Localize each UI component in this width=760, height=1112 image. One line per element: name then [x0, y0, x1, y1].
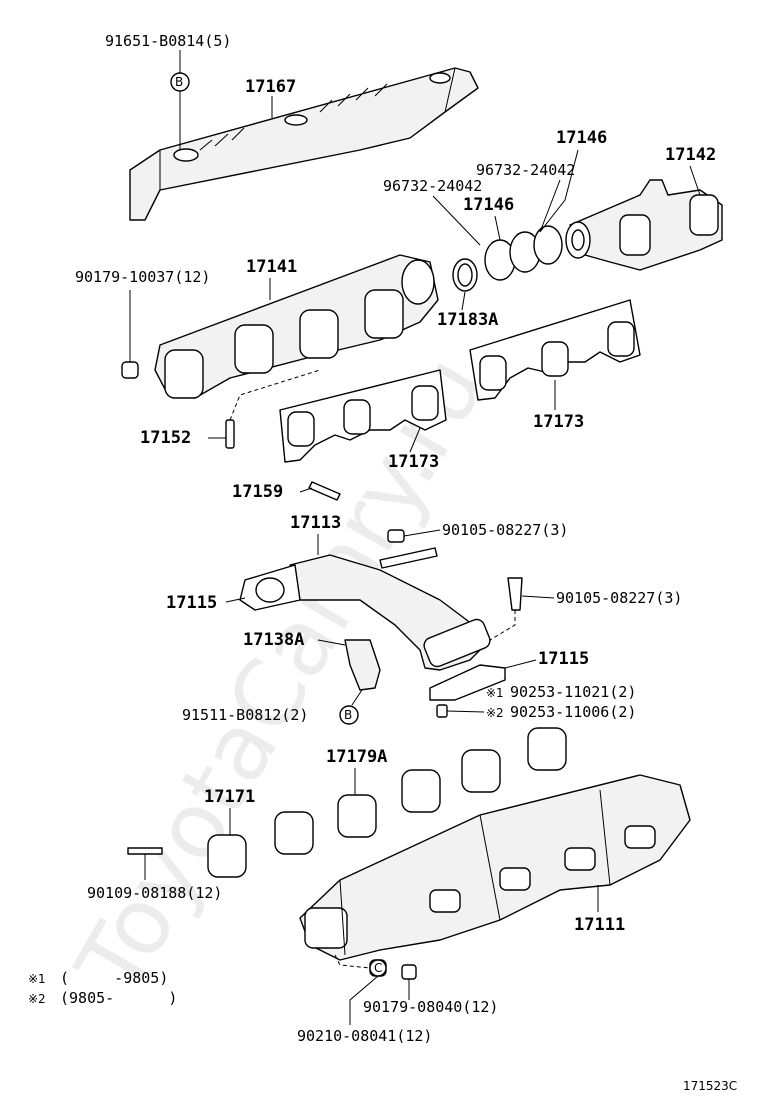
label-90105-right: 90105-08227(3): [556, 589, 682, 607]
label-17179a: 17179A: [326, 747, 387, 767]
label-17173-left: 17173: [388, 452, 439, 472]
label-17115-left: 17115: [166, 593, 217, 613]
label-96732-left: 96732-24042: [383, 177, 482, 195]
label-17183a: 17183A: [437, 310, 498, 330]
label-90253-11006: 90253-11006(2): [510, 703, 636, 721]
stud-17152: [225, 419, 235, 449]
gasket-17171: [207, 834, 247, 878]
plug-90253: [436, 704, 448, 718]
label-96732-right: 96732-24042: [476, 161, 575, 179]
mark-2-upper: ※2: [486, 706, 504, 720]
label-17167: 17167: [245, 77, 296, 97]
gasket-17115-left: [239, 564, 301, 611]
stud-90109: [127, 847, 163, 855]
gaskets-17179a: [274, 727, 567, 855]
legend-range-2: (9805- ): [60, 989, 177, 1007]
label-17146-mid: 17146: [463, 195, 514, 215]
gasket-17173-right: [469, 299, 641, 401]
gasket-rings: [452, 225, 563, 292]
label-90179-lower: 90179-08040(12): [363, 998, 498, 1016]
label-17171: 17171: [204, 787, 255, 807]
legend-mark-2: ※2: [28, 992, 46, 1006]
ref-circle-c: [369, 959, 387, 977]
label-90210: 90210-08041(12): [297, 1027, 432, 1045]
nut-90179-bottom: [401, 964, 417, 980]
label-90105-upper: 90105-08227(3): [442, 521, 568, 539]
label-17141: 17141: [246, 257, 297, 277]
mark-1-upper: ※1: [486, 686, 504, 700]
label-90179-upper: 90179-10037(12): [75, 268, 210, 286]
bolt-90105-right: [507, 577, 523, 611]
label-91651: 91651-B0814(5): [105, 32, 231, 50]
legend-range-1: ( -9805): [60, 969, 168, 987]
bracket-17138a: [344, 639, 381, 691]
stud-17159: [308, 481, 341, 501]
bolt-90105-upper: [387, 529, 405, 543]
ref-c-text: C: [374, 961, 382, 975]
label-17173-right: 17173: [533, 412, 584, 432]
label-17113: 17113: [290, 513, 341, 533]
ref-b-top-text: B: [175, 75, 183, 89]
label-91511: 91511-B0812(2): [182, 706, 308, 724]
diagram-id: 171523C: [683, 1079, 737, 1093]
gasket-17115-right: [429, 664, 506, 701]
gasket-17173-left: [279, 369, 447, 463]
label-17111: 17111: [574, 915, 625, 935]
ref-circle-b-mid: [339, 705, 359, 725]
label-17146-top: 17146: [556, 128, 607, 148]
label-90109: 90109-08188(12): [87, 884, 222, 902]
nut-small: [121, 361, 139, 379]
label-17152: 17152: [140, 428, 191, 448]
exhaust-manifold-lower: [299, 774, 691, 961]
heat-insulator: [129, 67, 479, 221]
exhaust-pipe-front: [565, 179, 723, 271]
label-17159: 17159: [232, 482, 283, 502]
exhaust-manifold-upper: [154, 254, 439, 399]
label-17138a: 17138A: [243, 630, 304, 650]
intake-pipe: [289, 547, 491, 671]
label-17115-right: 17115: [538, 649, 589, 669]
label-17142: 17142: [665, 145, 716, 165]
legend-mark-1: ※1: [28, 972, 46, 986]
ref-b-mid-text: B: [344, 708, 352, 722]
label-90253-11021: 90253-11021(2): [510, 683, 636, 701]
